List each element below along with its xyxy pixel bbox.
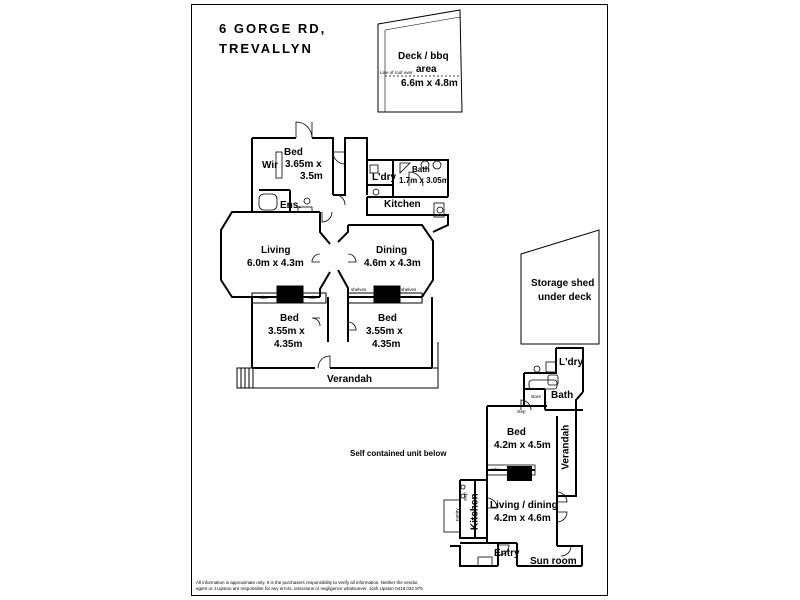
unit-kitchen-label: Kitchen [469,493,481,531]
dining-label: Dining [376,245,408,256]
unit-sunroom-label: Sun room [530,556,577,567]
laundry-label: L'dry [372,172,397,183]
title-line-1: 6 GORGE RD, [219,21,327,36]
robe-label-1: robe [259,295,269,300]
unit-robe-label: robe [491,467,501,472]
chimney-right [373,285,401,303]
title-line-2: TREVALLYN [219,41,313,56]
unit-step-label-1: step [517,409,526,414]
dining-dims: 4.6m x 4.3m [364,258,421,269]
unit-details [443,361,572,567]
bed-right-name: Bed [378,313,397,324]
unit-living-label: Living / dining [490,500,558,511]
living-label: Living [261,245,291,256]
deck-label: Deck / bbq [398,51,449,62]
unit-living-dims: 4.2m x 4.6m [494,513,551,524]
shelves-label-1: shelves [351,287,367,292]
fixtures [258,151,445,218]
deck-area [377,9,463,113]
ens-label: Ens. [280,200,302,211]
unit-step-label-2: step [462,492,468,501]
bed-left-name: Bed [280,313,299,324]
door-swings [295,121,424,369]
bed-left-dims-2: 4.35m [274,339,303,350]
verandah-upper [236,342,439,389]
storage-shed [520,229,600,345]
chimney-left [276,285,304,303]
bath-dims: 1.7m x 3.05m [399,176,449,185]
unit-bath-label: Bath [551,390,574,401]
unit-entry-label: Entry [494,548,520,559]
shelves-label-2: shelves [401,287,417,292]
disclaimer: All information is approximate only. It … [196,580,423,591]
bath-label: Bath [412,165,430,174]
storage-label-1: Storage shed [531,278,595,289]
deck-label-2: area [416,64,437,75]
wir-label: Wir [262,160,279,171]
bed-top-dims-2: 3.5m [300,171,323,182]
unit-chimney [507,466,532,481]
bed-top-dims-1: 3.65m x [285,159,322,170]
bed-left-dims-1: 3.55m x [268,326,305,337]
unit-caption: Self contained unit below [350,449,447,458]
bed-right-dims-1: 3.55m x [366,326,403,337]
roof-line-note: Line of roof over [380,70,413,75]
storage-label-2: under deck [538,292,592,303]
house-upper-walls [220,137,449,369]
living-dims: 6.0m x 4.3m [247,258,304,269]
unit-bed-label: Bed [507,427,526,438]
unit-bed-dims: 4.2m x 4.5m [494,440,551,451]
bed-right-dims-2: 4.35m [372,339,401,350]
verandah-upper-label: Verandah [327,374,373,385]
deck-dims: 6.6m x 4.8m [401,78,458,89]
unit-laundry-label: L'dry [559,357,584,368]
unit-pantry-label: pantry [454,508,460,521]
robe-label-2: robe [308,295,318,300]
bed-top-name: Bed [284,147,303,158]
unit-verandah-label: Verandah [560,424,572,470]
kitchen-label: Kitchen [384,199,421,210]
unit-store-label: store [531,394,542,399]
